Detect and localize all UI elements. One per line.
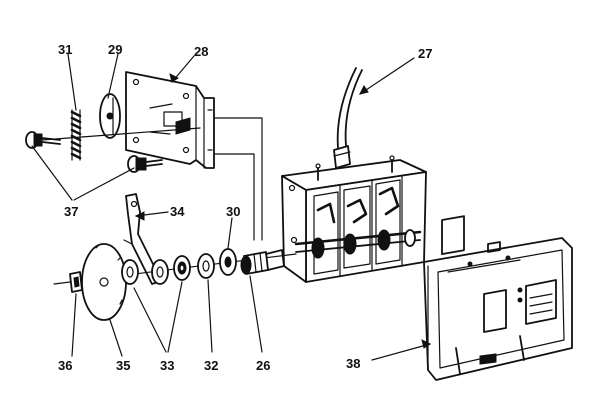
callout-33: 33 <box>160 358 174 373</box>
part-28-bracket <box>125 71 215 169</box>
part-29-disc <box>99 93 121 139</box>
callout-labels: 31 29 28 27 37 34 30 36 35 33 32 26 38 <box>58 42 432 373</box>
callout-35: 35 <box>116 358 130 373</box>
callout-34: 34 <box>170 204 185 219</box>
part-37-screws <box>25 131 163 173</box>
callout-26: 26 <box>256 358 270 373</box>
leader-lines <box>31 53 431 361</box>
part-33-washers <box>121 255 191 285</box>
callout-31: 31 <box>58 42 72 57</box>
alignment-line-b <box>213 153 255 241</box>
part-36-nut <box>69 271 83 293</box>
part-27-housing <box>281 67 427 283</box>
callout-32: 32 <box>204 358 218 373</box>
part-31-spring <box>70 109 82 161</box>
part-35-cam-disc <box>81 243 127 321</box>
callout-37: 37 <box>64 204 78 219</box>
callout-28: 28 <box>194 44 208 59</box>
part-38-cover-plate <box>423 215 573 381</box>
callout-30: 30 <box>226 204 240 219</box>
callout-38: 38 <box>346 356 360 371</box>
callout-29: 29 <box>108 42 122 57</box>
part-30-washer <box>219 248 237 276</box>
part-26-coupler <box>240 249 285 275</box>
axis-line-upper <box>41 127 201 141</box>
callout-27: 27 <box>418 46 432 61</box>
callout-36: 36 <box>58 358 72 373</box>
alignment-line-a <box>213 117 263 241</box>
part-32-washer <box>197 253 215 279</box>
